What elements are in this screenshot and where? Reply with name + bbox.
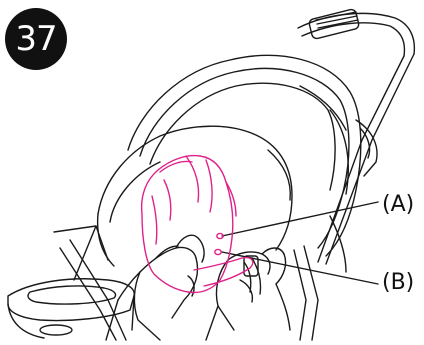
callout-a-leader [222, 202, 378, 236]
side-frame-left [54, 226, 126, 340]
left-hand [106, 235, 204, 340]
snap-b-highlight [215, 249, 221, 254]
callout-a-label: (A) [382, 194, 414, 216]
side-frame-right [294, 216, 346, 340]
callout-b-leader [222, 252, 378, 284]
callout-b-label: (B) [382, 272, 414, 294]
step-number: 37 [15, 22, 56, 56]
step-number-badge: 37 [5, 8, 67, 70]
stroller-handle [298, 8, 414, 264]
right-hand [206, 248, 290, 340]
backrest-cushion [98, 126, 292, 266]
